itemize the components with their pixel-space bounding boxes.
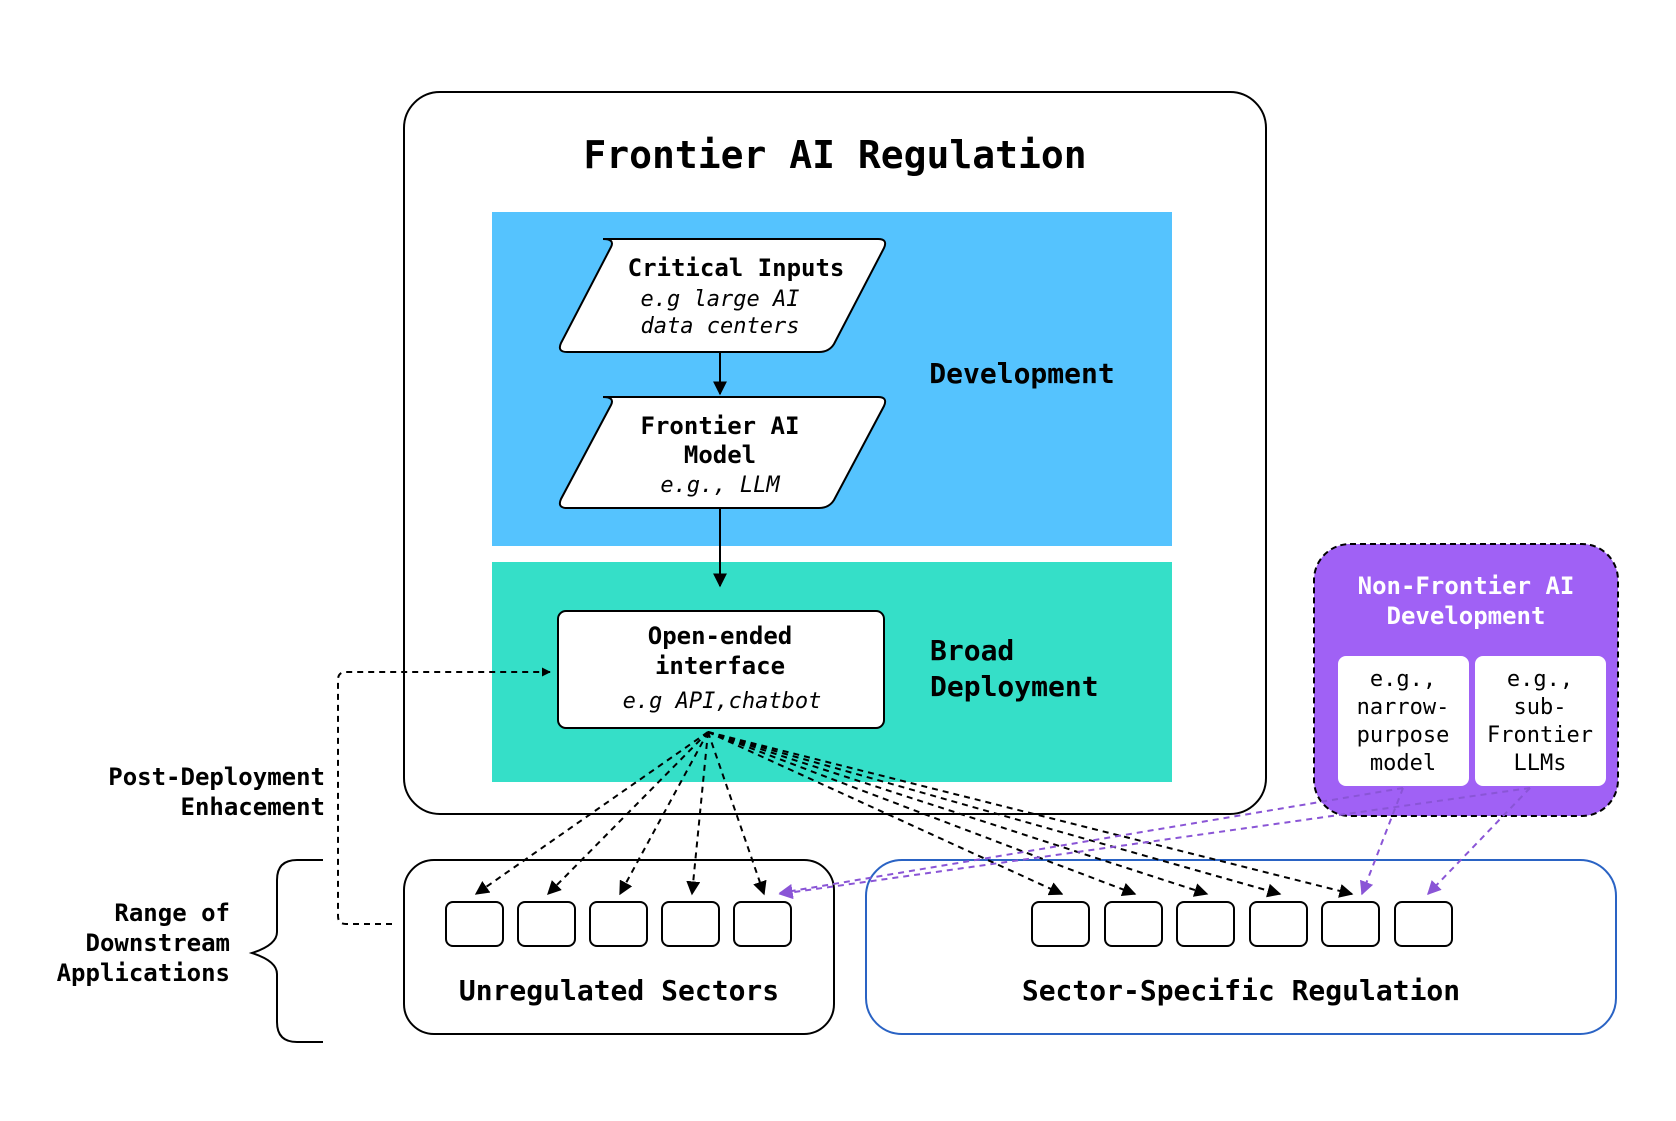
development-label: Development [929, 357, 1114, 390]
sub-frontier-line2: sub- [1514, 695, 1567, 720]
narrow-purpose-model-card [1338, 656, 1469, 786]
regulated-app-box [1031, 901, 1090, 947]
deployment-label-line1: Broad [930, 634, 1014, 667]
critical-inputs-example-line2: data centers [641, 314, 800, 339]
interface-title-line1: Open-ended [648, 622, 793, 650]
critical-inputs-example-line1: e.g large AI [641, 287, 800, 312]
regulated-app-box [1249, 901, 1308, 947]
arrow-interface-to-app [707, 731, 1354, 898]
unregulated-app-box [517, 901, 576, 947]
interface-example: e.g API,chatbot [623, 689, 822, 714]
arrow-interface-to-app [686, 731, 709, 896]
post-deployment-label-line1: Post-Deployment [108, 763, 325, 791]
regulated-application-boxes [1031, 901, 1453, 947]
non-frontier-title-line2: Development [1387, 602, 1546, 630]
post-deployment-label-line2: Enhacement [181, 793, 326, 821]
downstream-bracket [248, 859, 323, 1043]
arrow-interface-to-app [474, 731, 709, 895]
arrow-interface-to-app [547, 731, 709, 895]
sub-frontier-line1: e.g., [1507, 667, 1573, 692]
sub-frontier-line4: LLMs [1514, 751, 1567, 776]
narrow-purpose-line1: e.g., [1370, 667, 1436, 692]
interface-to-applications-arrows [474, 731, 1354, 898]
frontier-model-node [558, 396, 887, 509]
sector-regulation-box [865, 859, 1617, 1035]
unregulated-sectors-label: Unregulated Sectors [459, 974, 779, 1007]
post-deployment-loop-arrow [337, 667, 551, 925]
frontier-model-title-line1: Frontier AI [641, 412, 800, 440]
regulated-app-box [1394, 901, 1453, 947]
narrow-purpose-line4: model [1370, 751, 1436, 776]
unregulated-app-box [445, 901, 504, 947]
downstream-label-line2: Downstream [86, 929, 231, 957]
frontier-model-example: e.g., LLM [660, 473, 780, 498]
critical-inputs-title: Critical Inputs [628, 254, 845, 282]
sub-frontier-llms-card [1475, 656, 1606, 786]
arrow-interface-to-app [707, 731, 1282, 898]
sector-regulation-label: Sector-Specific Regulation [1022, 974, 1460, 1007]
unregulated-app-box [661, 901, 720, 947]
critical-inputs-node [558, 238, 887, 353]
arrow-narrow-to-regulated [1360, 787, 1404, 896]
arrow-interface-to-app [619, 731, 709, 896]
narrow-purpose-line3: purpose [1357, 723, 1450, 748]
regulated-app-box [1104, 901, 1163, 947]
deployment-label-line2: Deployment [930, 670, 1099, 703]
interface-title-line2: interface [655, 652, 785, 680]
narrow-purpose-line2: narrow- [1357, 695, 1450, 720]
non-frontier-title-line1: Non-Frontier AI [1358, 572, 1575, 600]
downstream-label-line1: Range of [114, 899, 230, 927]
arrow-subfrontier-to-unregulated [778, 787, 1531, 900]
unregulated-application-boxes [445, 901, 792, 947]
frontier-model-title-line2: Model [684, 441, 756, 469]
arrow-interface-to-app [707, 731, 1064, 896]
arrow-subfrontier-to-regulated [1427, 787, 1531, 896]
downstream-label-line3: Applications [57, 959, 230, 987]
unregulated-app-box [733, 901, 792, 947]
sub-frontier-line3: Frontier [1487, 723, 1593, 748]
interface-node [557, 610, 885, 729]
regulated-app-box [1176, 901, 1235, 947]
regulated-app-box [1321, 901, 1380, 947]
frontier-regulation-title: Frontier AI Regulation [583, 133, 1086, 177]
non-frontier-arrows [778, 787, 1531, 900]
unregulated-app-box [589, 901, 648, 947]
